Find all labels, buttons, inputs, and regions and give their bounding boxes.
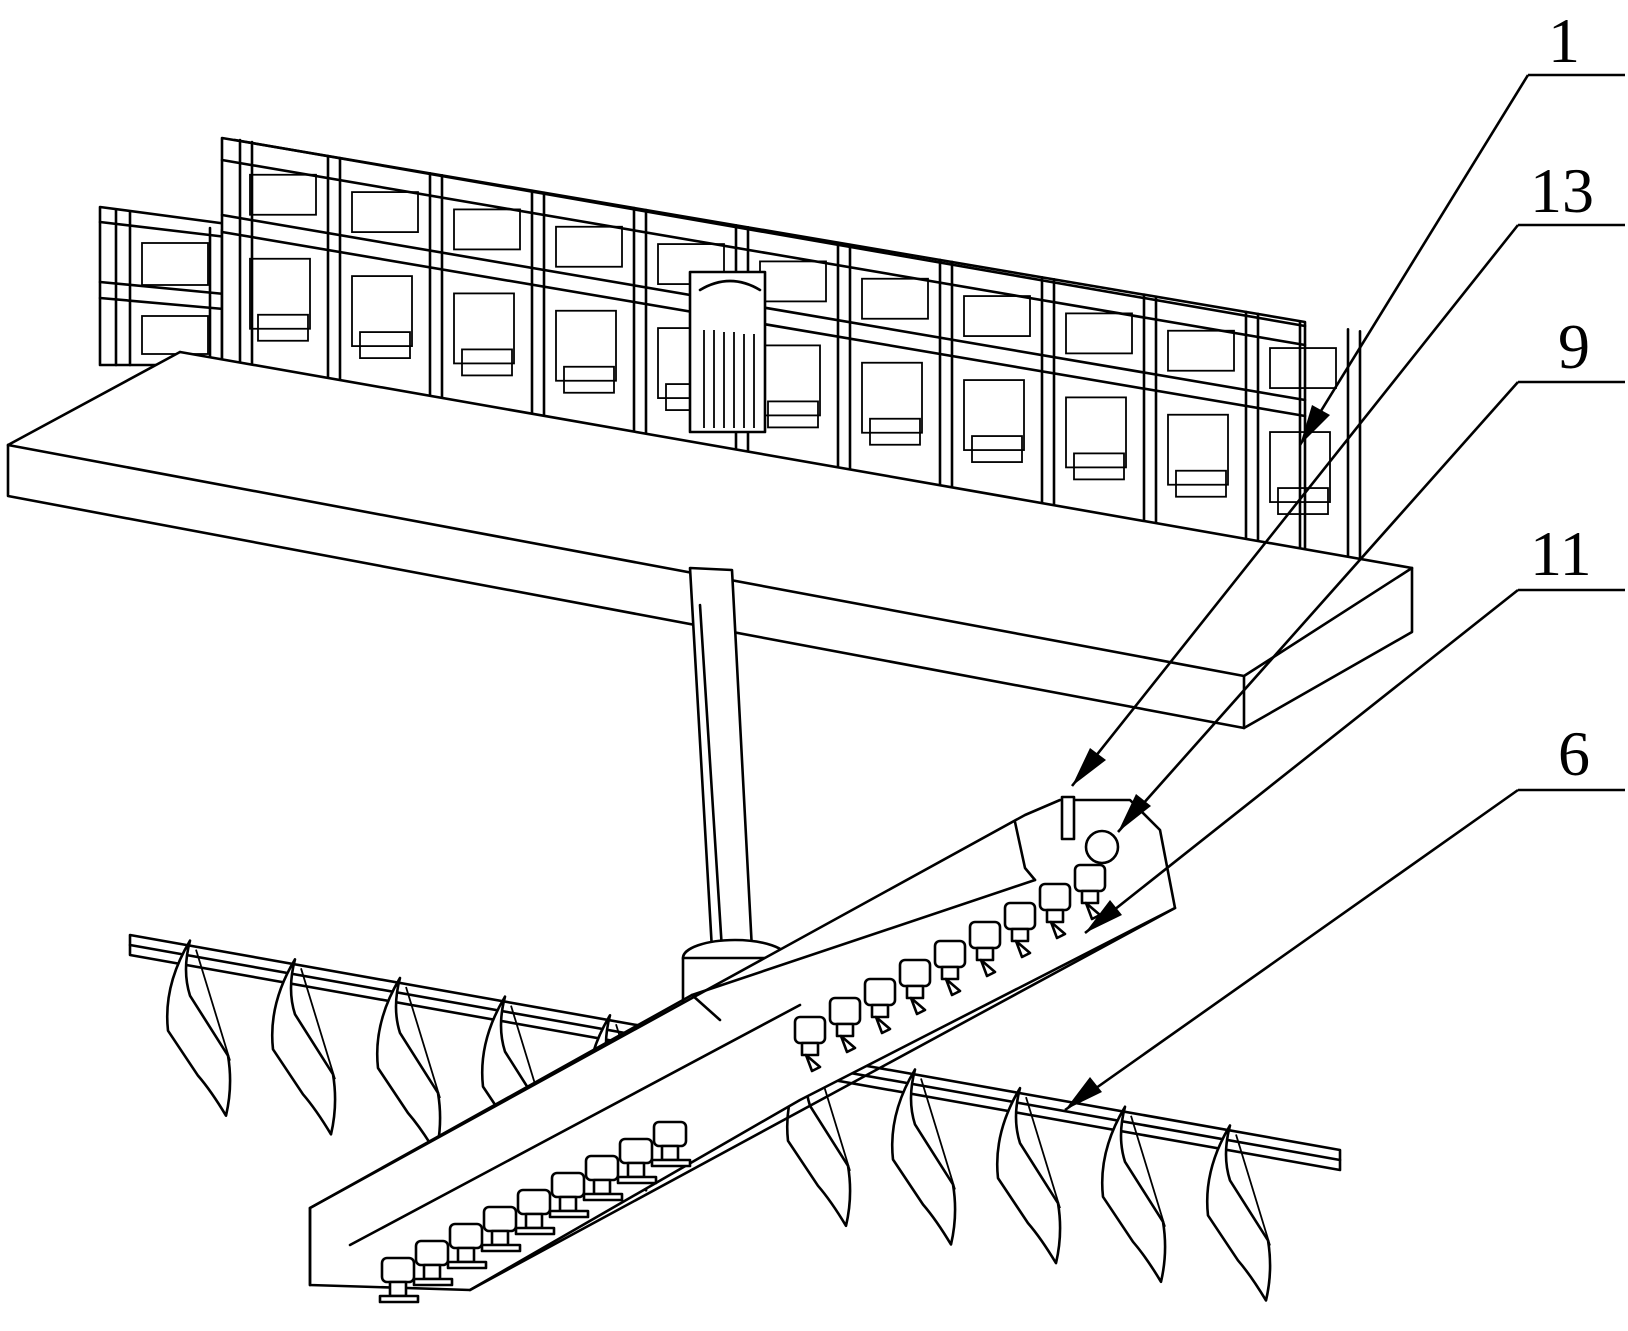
label-11: 11 bbox=[1530, 518, 1592, 589]
nozzle bbox=[380, 1256, 416, 1284]
rake-tine bbox=[995, 1086, 1062, 1265]
motor-unit bbox=[688, 270, 767, 434]
nozzle bbox=[448, 1222, 484, 1250]
rake-tine bbox=[1205, 1124, 1272, 1302]
nozzle bbox=[550, 1171, 586, 1199]
base-plate bbox=[6, 350, 1414, 730]
nozzle bbox=[968, 920, 1002, 950]
nozzle bbox=[482, 1205, 518, 1233]
nozzle bbox=[863, 977, 897, 1007]
nozzle bbox=[1003, 901, 1037, 931]
nozzle bbox=[516, 1188, 552, 1216]
pipe-inlet bbox=[1084, 829, 1120, 865]
rake-tine bbox=[165, 939, 232, 1117]
label-6: 6 bbox=[1558, 718, 1590, 789]
rake-tine bbox=[270, 958, 337, 1136]
label-1: 1 bbox=[1548, 5, 1580, 76]
nozzle bbox=[828, 996, 862, 1026]
nozzle bbox=[1038, 882, 1072, 912]
nozzle bbox=[1073, 863, 1107, 893]
nozzle bbox=[898, 958, 932, 988]
nozzle bbox=[618, 1137, 654, 1165]
part-labels: 1 13 9 11 6 bbox=[1530, 5, 1594, 789]
nozzle bbox=[652, 1120, 688, 1148]
label-13: 13 bbox=[1530, 155, 1594, 226]
nozzle bbox=[793, 1015, 827, 1045]
nozzle bbox=[933, 939, 967, 969]
nozzle bbox=[584, 1154, 620, 1182]
label-9: 9 bbox=[1558, 311, 1590, 382]
rake-tine bbox=[890, 1068, 957, 1246]
nozzle bbox=[414, 1239, 450, 1267]
rake-tine bbox=[1100, 1105, 1167, 1284]
leaders bbox=[1064, 73, 1625, 1112]
spray-nozzles bbox=[378, 863, 1107, 1304]
